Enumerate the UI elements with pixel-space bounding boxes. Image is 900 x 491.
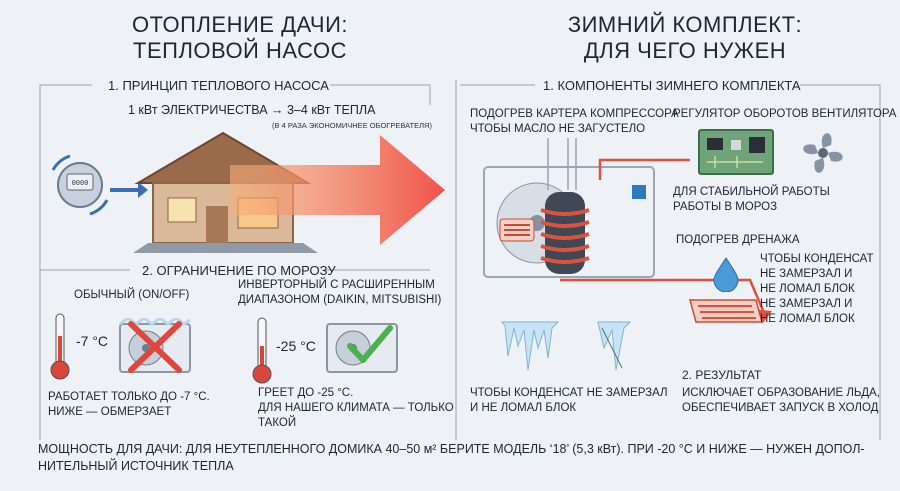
fan-regulator-label: РЕГУЛЯТОР ОБОРОТОВ ВЕНТИЛЯТОРА bbox=[673, 108, 897, 120]
left-title: ОТОПЛЕНИЕ ДАЧИ:ТЕПЛОВОЙ НАСОС bbox=[131, 12, 349, 63]
flow-arrow-icon bbox=[110, 182, 148, 198]
limit-heading: 2. ОГРАНИЧЕНИЕ ПО МОРОЗУ bbox=[142, 263, 336, 278]
condensate-label: ЧТОБЫ КОНДЕНСАТ НЕ ЗАМЕРЗАЛ И НЕ ЛОМАЛ Б… bbox=[760, 253, 874, 325]
principle-note: (В 4 РАЗА ЭКОНОМИЧНЕЕ ОБОГРЕВАТЕЛЯ) bbox=[272, 121, 432, 130]
heat-arrow-icon bbox=[230, 135, 445, 245]
bottom-note: МОЩНОСТЬ ДЛЯ ДАЧИ: ДЛЯ НЕУТЕПЛЕННОГО ДОМ… bbox=[38, 442, 865, 473]
svg-text:0000: 0000 bbox=[72, 180, 89, 188]
result-heading: 2. РЕЗУЛЬТАТ bbox=[682, 368, 762, 382]
water-drop-icon bbox=[713, 257, 739, 292]
compressor-icon bbox=[540, 192, 590, 274]
fan-icon bbox=[803, 133, 843, 173]
regular-desc: РАБОТАЕТ ТОЛЬКО ДО -7 °C.НИЖЕ — ОБМЕРЗАЕ… bbox=[48, 391, 210, 418]
result-text: ИСКЛЮЧАЕТ ОБРАЗОВАНИЕ ЛЬДА,ОБЕСПЕЧИВАЕТ … bbox=[682, 387, 880, 414]
drain-label: ПОДОГРЕВ ДРЕНАЖА bbox=[676, 234, 800, 246]
inverter-temp: -25 °C bbox=[276, 338, 316, 354]
thermometer-icon bbox=[50, 313, 70, 380]
icicle-icon bbox=[597, 321, 632, 371]
regular-label: ОБЫЧНЫЙ (ON/OFF) bbox=[74, 289, 190, 301]
inverter-desc: ГРЕЕТ ДО -25 °C.ДЛЯ НАШЕГО КЛИМАТА — ТОЛ… bbox=[258, 387, 454, 429]
circuit-board-icon bbox=[698, 129, 774, 175]
regular-temp: -7 °C bbox=[76, 333, 109, 349]
electric-meter-icon: 0000 bbox=[51, 154, 109, 216]
icicle-icon bbox=[501, 321, 560, 371]
right-title: ЗИМНИЙ КОМПЛЕКТ:ДЛЯ ЧЕГО НУЖЕН bbox=[567, 12, 803, 63]
thermometer-icon bbox=[252, 317, 272, 384]
pipe-lines bbox=[547, 138, 772, 323]
heater-pad-icon bbox=[499, 218, 535, 242]
cross-icon bbox=[128, 321, 182, 373]
principle-heading: 1. ПРИНЦИП ТЕПЛОВОГО НАСОСА bbox=[108, 78, 329, 93]
principle-formula: 1 кВт ЭЛЕКТРИЧЕСТВА → 3–4 кВт ТЕПЛА bbox=[128, 103, 376, 117]
check-icon bbox=[347, 325, 393, 363]
components-heading: 1. КОМПОНЕНТЫ ЗИМНЕГО КОМПЛЕКТА bbox=[543, 78, 801, 93]
drain-heater-icon bbox=[689, 299, 763, 323]
